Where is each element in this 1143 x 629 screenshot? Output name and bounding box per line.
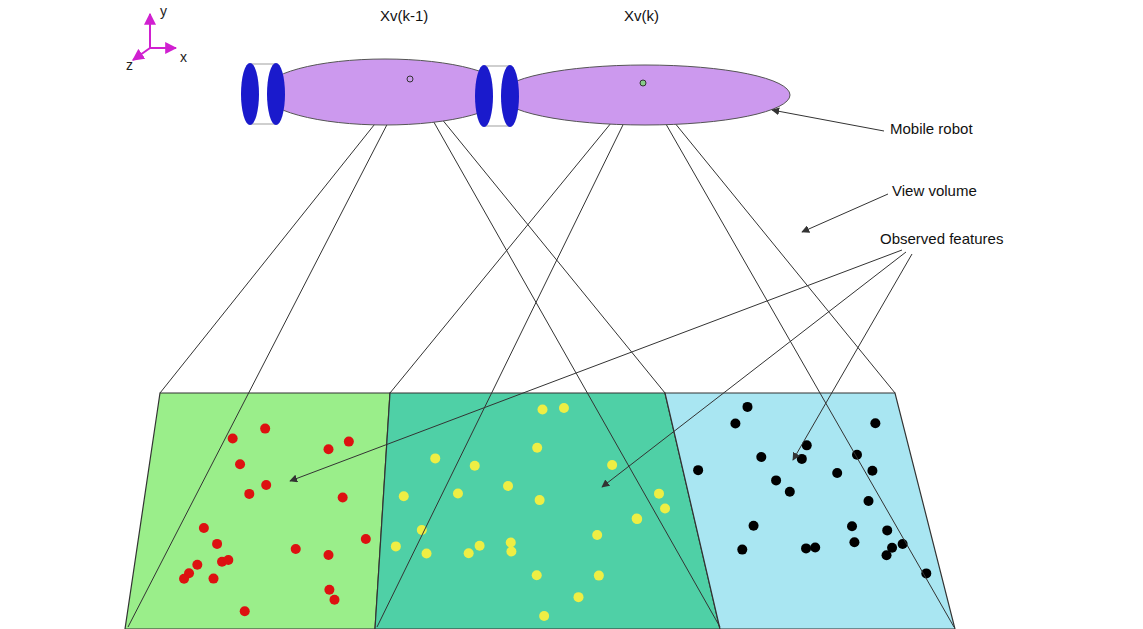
feature-dot xyxy=(323,444,333,454)
feature-dot xyxy=(632,514,642,524)
feature-dot xyxy=(192,560,202,570)
feature-dot xyxy=(324,585,334,595)
feature-dot xyxy=(503,481,513,491)
feature-dot xyxy=(847,521,857,531)
pose-label: Xv(k-1) xyxy=(380,8,428,25)
ground-panel xyxy=(125,393,390,629)
ground-panel xyxy=(665,393,955,629)
feature-dot xyxy=(329,595,339,605)
feature-dot xyxy=(882,550,892,560)
feature-dot xyxy=(199,523,209,533)
feature-dot xyxy=(464,548,474,558)
feature-dot xyxy=(399,491,409,501)
axis-label: y xyxy=(160,4,167,19)
feature-dot xyxy=(417,525,427,535)
feature-dot xyxy=(506,538,516,548)
feature-dots xyxy=(179,402,931,621)
feature-dot xyxy=(607,460,617,470)
feature-dot xyxy=(559,403,569,413)
axis-label: z xyxy=(126,58,133,73)
feature-dot xyxy=(532,570,542,580)
feature-dot xyxy=(538,404,548,414)
feature-dot xyxy=(867,466,877,476)
feature-dot xyxy=(212,539,222,549)
feature-dot xyxy=(632,514,642,524)
leader-lines xyxy=(290,110,912,487)
feature-dot xyxy=(430,453,440,463)
feature-dot xyxy=(864,496,874,506)
feature-dot xyxy=(506,546,516,556)
feature-dot xyxy=(810,542,820,552)
feature-dot xyxy=(535,495,545,505)
feature-dot xyxy=(882,525,892,535)
feature-dot xyxy=(797,454,807,464)
feature-dot xyxy=(391,541,401,551)
axis-label: x xyxy=(180,50,187,65)
feature-dot xyxy=(730,419,740,429)
feature-dot xyxy=(240,606,250,616)
feature-dot xyxy=(539,611,549,621)
feature-dot xyxy=(756,452,766,462)
feature-dot xyxy=(594,571,604,581)
feature-dot xyxy=(361,534,371,544)
feature-dot xyxy=(785,487,795,497)
view-lines xyxy=(128,80,954,627)
feature-dot xyxy=(324,550,334,560)
feature-dot xyxy=(771,475,781,485)
feature-dot xyxy=(260,424,270,434)
ground-panel xyxy=(375,393,720,629)
feature-dot xyxy=(749,521,759,531)
callout-label: Mobile robot xyxy=(890,121,973,138)
feature-dot xyxy=(453,489,463,499)
feature-dot xyxy=(235,459,245,469)
feature-dot xyxy=(475,541,485,551)
mobile-robot xyxy=(241,59,790,127)
feature-dot xyxy=(654,489,664,499)
feature-dot xyxy=(870,418,880,428)
feature-dot xyxy=(801,543,811,553)
feature-dot xyxy=(338,492,348,502)
axes xyxy=(133,14,176,60)
feature-dot xyxy=(737,545,747,555)
feature-dot xyxy=(422,548,432,558)
feature-dot xyxy=(832,468,842,478)
feature-dot xyxy=(592,530,602,540)
feature-dot xyxy=(693,465,703,475)
feature-dot xyxy=(532,443,542,453)
feature-dot xyxy=(660,503,670,513)
feature-dot xyxy=(573,592,583,602)
feature-dot xyxy=(261,480,271,490)
feature-dot xyxy=(344,437,354,447)
callout-label: Observed features xyxy=(880,231,1003,248)
feature-dot xyxy=(849,537,859,547)
feature-dot xyxy=(244,489,254,499)
callout-label: View volume xyxy=(892,183,977,200)
feature-dot xyxy=(209,574,219,584)
pose-label: Xv(k) xyxy=(624,8,659,25)
feature-dot xyxy=(228,434,238,444)
feature-dot xyxy=(470,461,480,471)
feature-dot xyxy=(223,555,233,565)
feature-dot xyxy=(742,402,752,412)
feature-dot xyxy=(291,544,301,554)
feature-dot xyxy=(179,574,189,584)
